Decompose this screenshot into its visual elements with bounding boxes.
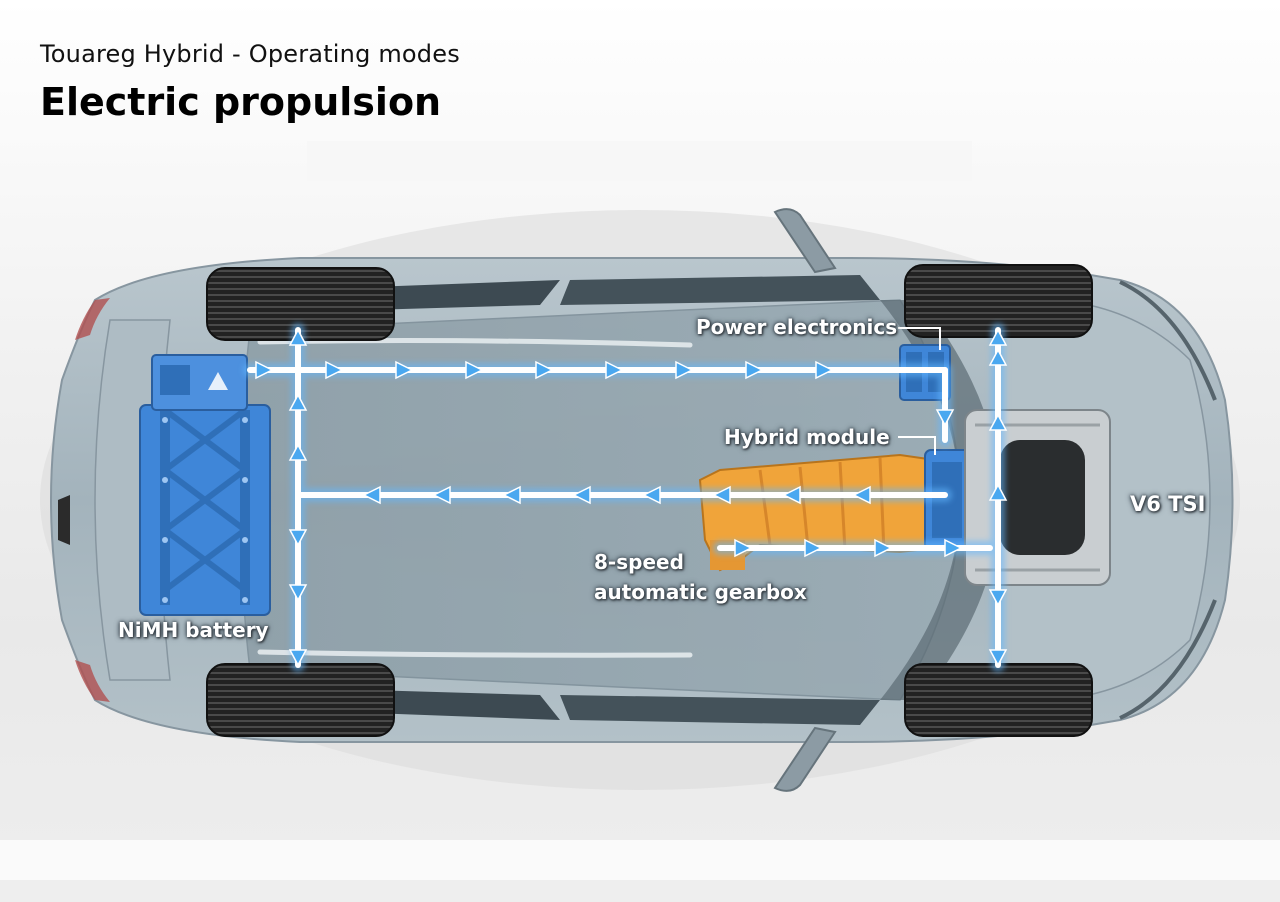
label-gearbox-line2: automatic gearbox (594, 580, 807, 604)
front-side-window-top (560, 275, 880, 305)
roof-rail-top (257, 338, 693, 348)
wheel-rear-bottom (206, 663, 395, 737)
label-hybrid-module: Hybrid module (724, 425, 890, 449)
label-engine: V6 TSI (1130, 492, 1206, 516)
battery-pack (139, 404, 271, 616)
headlight-top (1119, 280, 1217, 401)
rear-wiper (58, 495, 70, 545)
top-band (307, 141, 972, 181)
mirror-top (773, 208, 837, 274)
tail-light-bottom (75, 660, 110, 702)
label-battery: NiMH battery (118, 618, 269, 642)
tail-light-top (75, 298, 110, 340)
v6-engine (964, 409, 1111, 586)
floor-band (0, 840, 1280, 880)
flow-arrows (255, 328, 1008, 667)
leader-lines (898, 327, 941, 455)
label-gearbox-line1: 8-speed (594, 550, 684, 574)
windshield (880, 300, 1000, 700)
battery-control-unit (151, 354, 248, 411)
roof-rail-bottom (257, 649, 693, 658)
label-power-electronics: Power electronics (696, 315, 898, 339)
diagram-title: Electric propulsion (40, 80, 442, 124)
diagram-subtitle: Touareg Hybrid - Operating modes (40, 40, 460, 68)
wheel-front-bottom (904, 663, 1093, 737)
front-side-window-bottom (560, 695, 880, 725)
mirror-bottom (773, 726, 837, 792)
headlight-bottom (1119, 599, 1217, 720)
